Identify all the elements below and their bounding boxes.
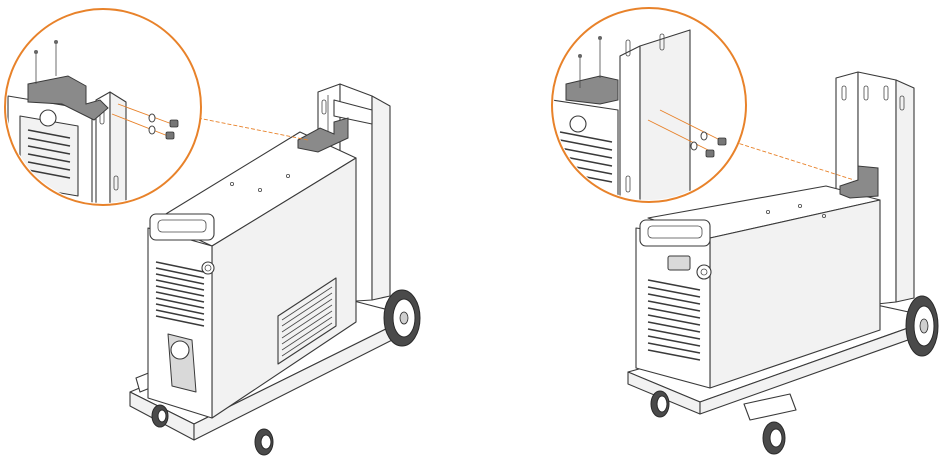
right-detail-magnifier-circle [551,7,747,203]
right-front-caster [650,390,786,455]
right-panel [551,7,939,455]
left-mounting-bracket [297,117,349,153]
right-rear-wheel [905,295,939,357]
right-handle [639,219,711,247]
right-detail-washer-icon [647,109,727,158]
left-detail-washer-icon [111,103,179,140]
left-front-grille [155,261,205,327]
left-detail-screw-icon [34,40,58,84]
left-handle [149,213,215,241]
right-front-grille [647,279,701,361]
left-front-caster [151,404,274,456]
left-callout-leader [197,117,309,141]
left-rear-wheel [383,289,421,347]
right-mounting-bracket [839,165,879,199]
left-panel [4,8,421,456]
right-detail-screw-icon [578,36,602,88]
left-detail-bracket [27,75,109,121]
right-welder-body [635,185,881,389]
left-side-vent [277,277,337,365]
left-welder-body [147,131,357,419]
left-detail-magnifier-circle [4,8,202,206]
right-callout-leader [727,139,855,181]
left-detail-grille [27,129,71,179]
